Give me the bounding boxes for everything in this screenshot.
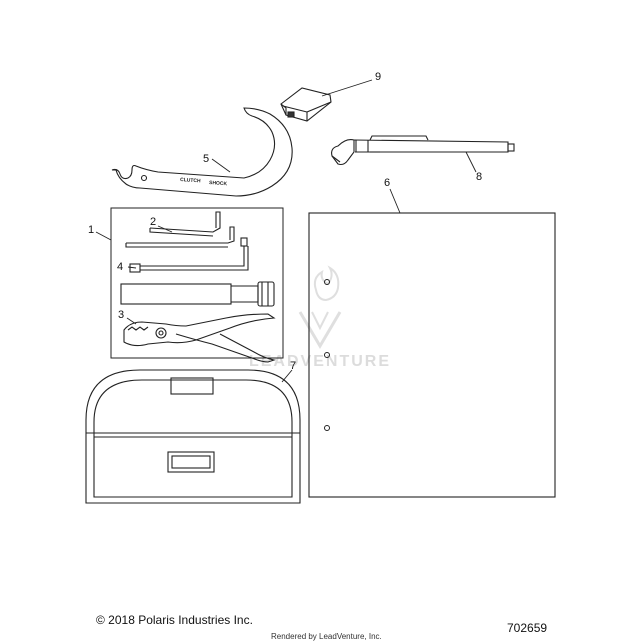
leadventure-watermark: LEADVENTURE xyxy=(249,265,391,370)
callout-7: 7 xyxy=(290,360,296,372)
callout-8: 8 xyxy=(476,171,482,183)
pliers-icon xyxy=(123,313,277,363)
spark-plug-socket-icon xyxy=(120,281,275,307)
callout-5: 5 xyxy=(203,153,209,165)
leader-1 xyxy=(95,231,112,241)
watermark-text: LEADVENTURE xyxy=(249,353,391,370)
leader-5 xyxy=(211,158,231,173)
callout-4: 4 xyxy=(117,261,123,273)
copyright-text: © 2018 Polaris Industries Inc. xyxy=(96,613,253,627)
leader-3 xyxy=(126,317,137,325)
callout-2: 2 xyxy=(150,216,156,228)
figure-number: 702659 xyxy=(507,621,548,635)
spanner-wrench-icon xyxy=(111,107,293,197)
flashlight-icon xyxy=(331,135,515,166)
wrench-label-clutch: CLUTCH xyxy=(180,177,201,184)
fuse-holder-icon xyxy=(280,87,332,122)
leader-4 xyxy=(127,266,137,269)
callout-1: 1 xyxy=(88,224,94,236)
leader-7 xyxy=(281,369,293,383)
hex-key-icon xyxy=(125,211,249,273)
callout-3: 3 xyxy=(118,309,124,321)
leader-8 xyxy=(465,151,477,173)
callout-9: 9 xyxy=(375,71,381,83)
leader-9 xyxy=(321,79,373,97)
wrench-label-shock: SHOCK xyxy=(209,180,228,187)
tool-pouch-icon xyxy=(85,369,301,504)
leader-2 xyxy=(157,225,173,233)
rendered-by-text: Rendered by LeadVenture, Inc. xyxy=(271,632,382,641)
callout-6: 6 xyxy=(384,177,390,189)
leader-6 xyxy=(389,188,401,214)
manual-icon xyxy=(308,212,556,498)
tool-kit-frame xyxy=(110,207,284,359)
